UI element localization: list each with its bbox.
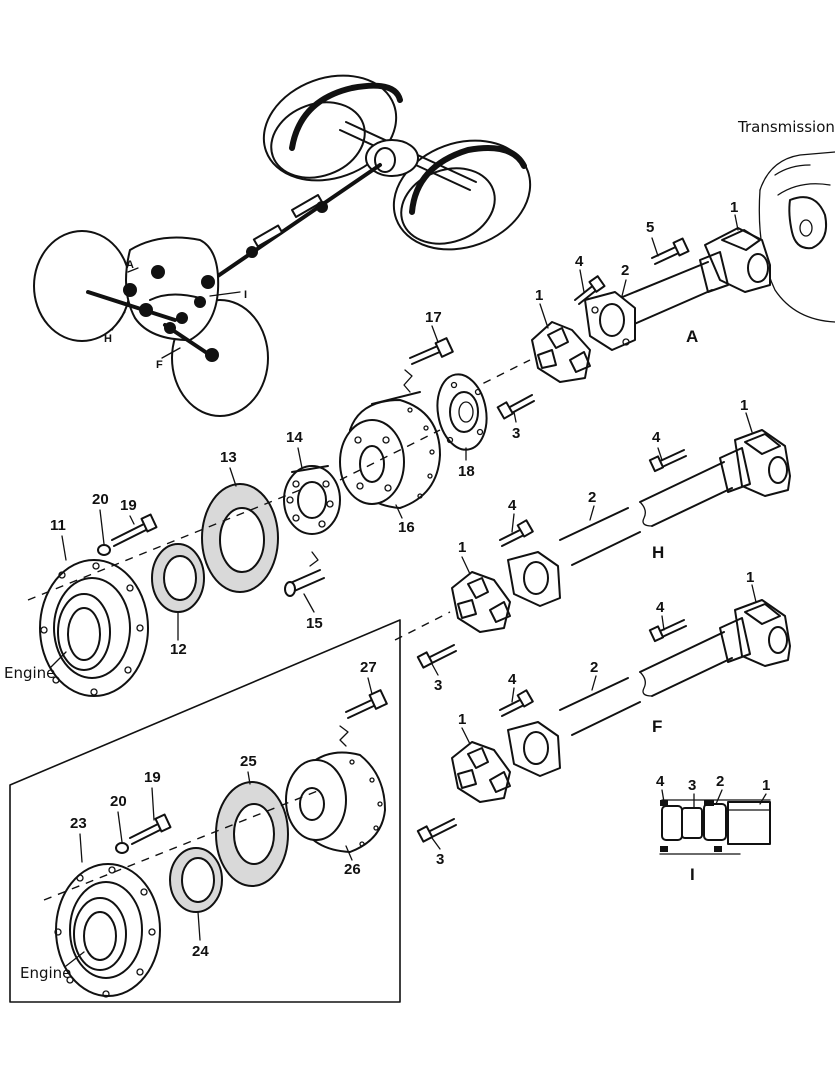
view-a-shaft: 1 5 2 4 1 3 A xyxy=(469,199,771,442)
engine-label-top: Engine xyxy=(4,664,55,682)
callout-3-h: 3 xyxy=(434,677,442,694)
callout-14: 14 xyxy=(286,429,303,446)
vehicle-marker-i: I xyxy=(244,289,247,301)
callout-19: 19 xyxy=(120,497,137,514)
view-label-f: F xyxy=(652,717,662,736)
callout-25: 25 xyxy=(240,753,257,770)
callout-17: 17 xyxy=(425,309,442,326)
view-h-shaft: 1 4 2 4 1 3 H xyxy=(394,397,791,694)
callout-27: 27 xyxy=(360,659,377,676)
alternative-assembly-box: 27 25 19 20 23 24 26 Engine xyxy=(9,619,401,1003)
callout-18: 18 xyxy=(458,463,475,480)
callout-1-a-spider: 1 xyxy=(535,287,543,304)
callout-1-f-spider: 1 xyxy=(458,711,466,728)
view-label-h: H xyxy=(652,543,664,562)
callout-4-f-lower: 4 xyxy=(508,671,517,688)
vehicle-marker-f: F xyxy=(156,359,163,371)
vehicle-marker-a: A xyxy=(126,259,134,271)
detail-i: 4 3 2 1 I xyxy=(656,773,771,884)
callout-1-f-yoke: 1 xyxy=(746,569,754,586)
callout-19-box: 19 xyxy=(144,769,161,786)
engine-label-bottom: Engine xyxy=(20,964,71,982)
vehicle-axle-overview: A I H F xyxy=(33,74,532,417)
callout-4-i: 4 xyxy=(656,773,665,790)
callout-4-h: 4 xyxy=(652,429,661,446)
callout-4-f: 4 xyxy=(656,599,665,616)
callout-2-a: 2 xyxy=(621,262,629,279)
callout-15: 15 xyxy=(306,615,323,632)
callout-12: 12 xyxy=(170,641,187,658)
callout-2-f: 2 xyxy=(590,659,598,676)
callout-23: 23 xyxy=(70,815,87,832)
callout-2-i: 2 xyxy=(716,773,724,790)
callout-1-a-yoke: 1 xyxy=(730,199,738,216)
callout-3-a: 3 xyxy=(512,425,520,442)
callout-1-h-yoke: 1 xyxy=(740,397,748,414)
callout-20: 20 xyxy=(92,491,109,508)
center-flange-assembly: 17 18 16 xyxy=(339,309,488,536)
transmission-housing: Transmission xyxy=(737,118,835,323)
view-f-shaft: 1 4 2 4 1 3 F xyxy=(416,569,791,868)
callout-3-i: 3 xyxy=(688,777,696,794)
callout-1-i: 1 xyxy=(762,777,770,794)
callout-4-h-lower: 4 xyxy=(508,497,517,514)
callout-26: 26 xyxy=(344,861,361,878)
callout-3-f: 3 xyxy=(436,851,444,868)
view-label-i: I xyxy=(690,865,695,884)
callout-16: 16 xyxy=(398,519,415,536)
callout-1-h-spider: 1 xyxy=(458,539,466,556)
callout-24: 24 xyxy=(192,943,209,960)
callout-11: 11 xyxy=(50,517,66,534)
callout-2-h: 2 xyxy=(588,489,596,506)
callout-13: 13 xyxy=(220,449,237,466)
transmission-label: Transmission xyxy=(737,118,835,136)
callout-4-a: 4 xyxy=(575,253,584,270)
vehicle-marker-h: H xyxy=(104,333,112,345)
callout-20-box: 20 xyxy=(110,793,127,810)
callout-5-a: 5 xyxy=(646,219,654,236)
view-label-a: A xyxy=(686,327,698,346)
friction-assembly: 19 20 11 12 13 14 15 Engine xyxy=(4,429,341,697)
